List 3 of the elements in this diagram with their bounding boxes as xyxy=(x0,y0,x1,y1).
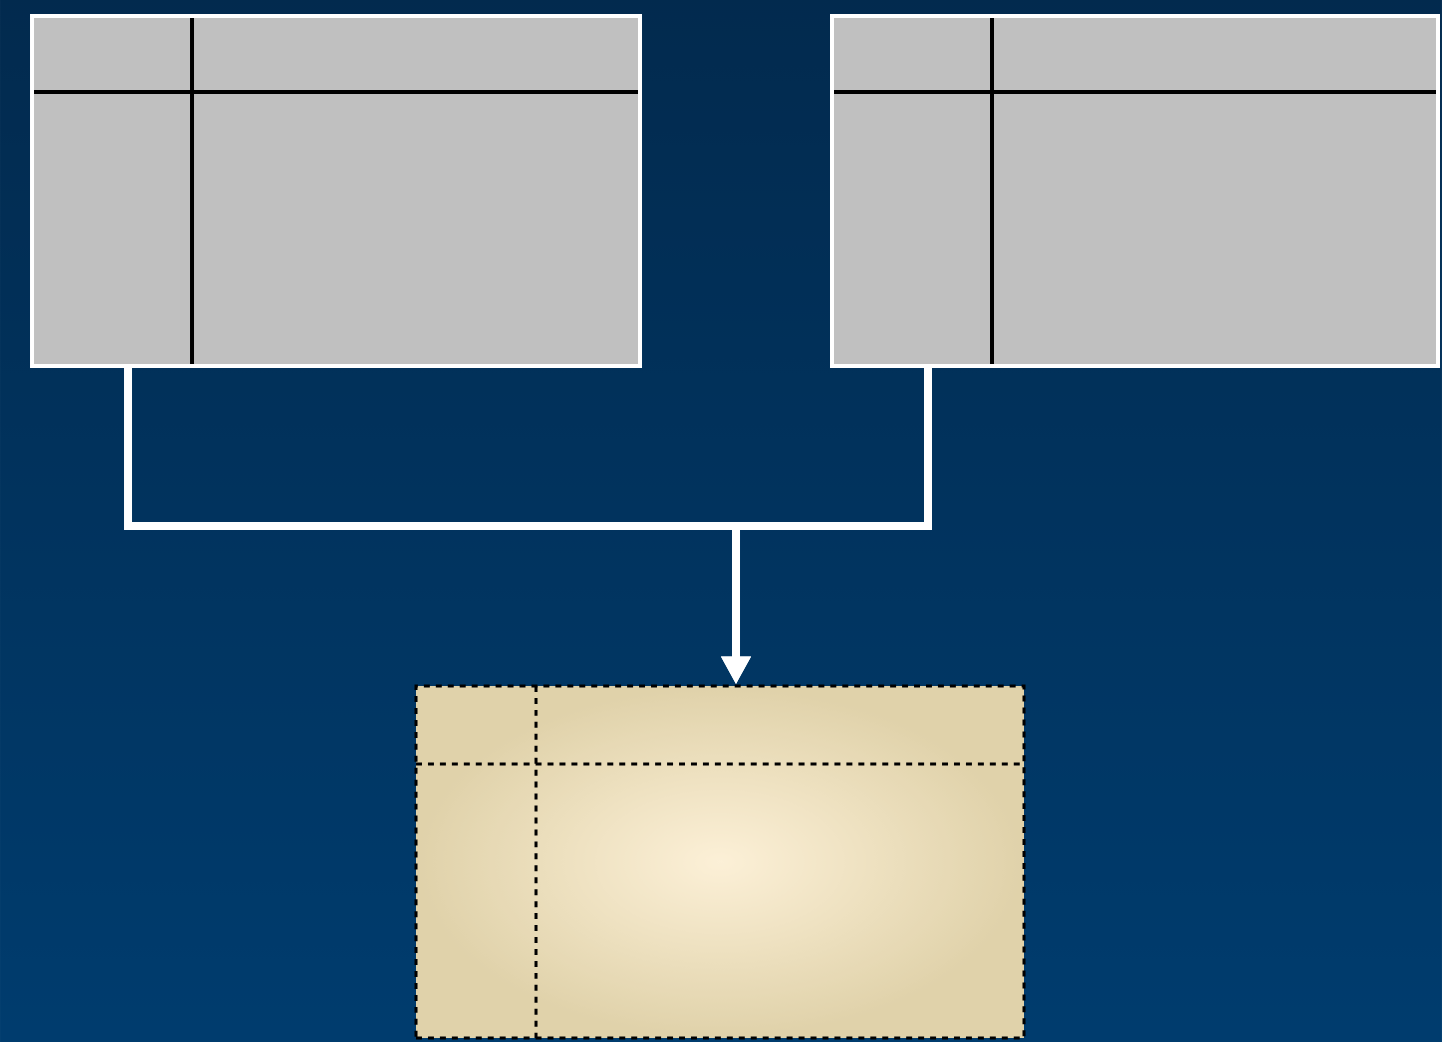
table-box xyxy=(414,684,1026,1040)
table-box xyxy=(830,14,1440,368)
table-box xyxy=(30,14,642,368)
